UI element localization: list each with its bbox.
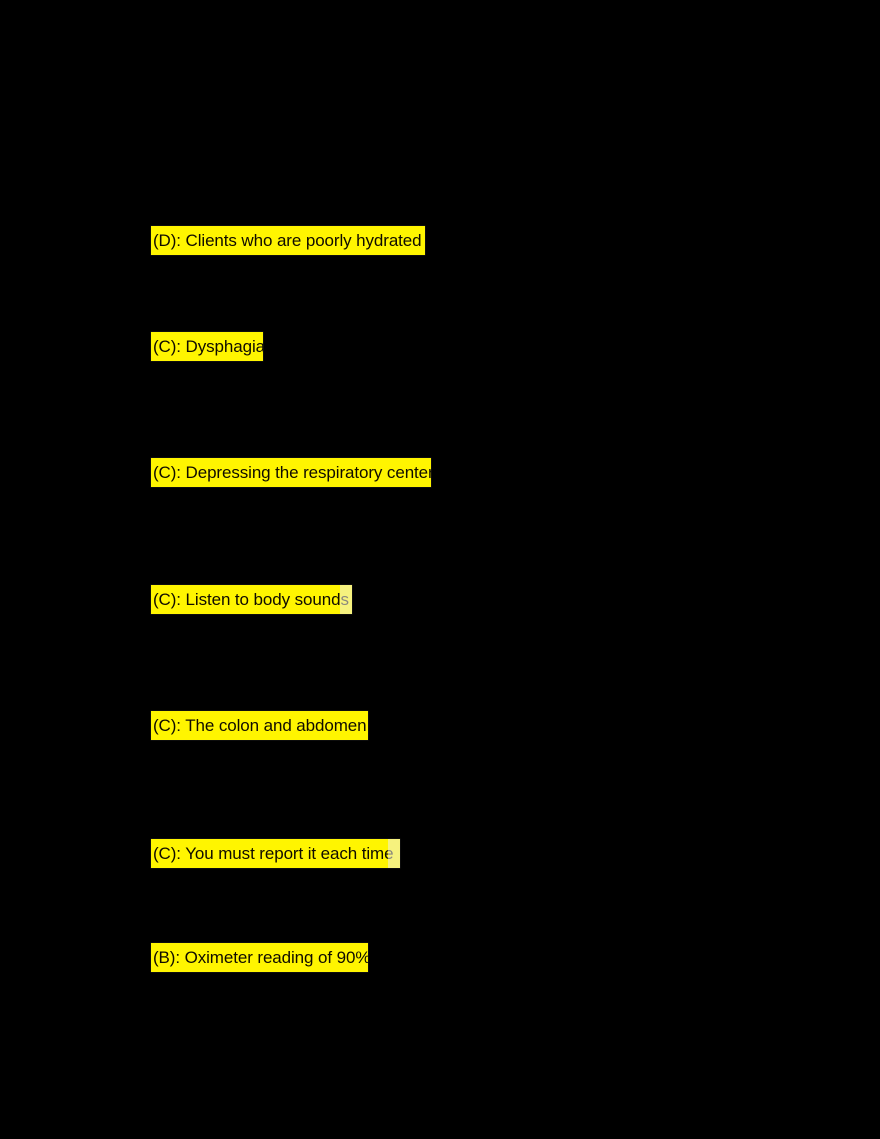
answer-text: (C): The colon and abdomen (153, 716, 367, 735)
ghost-text-below (151, 973, 368, 984)
ghost-text-below (151, 615, 352, 626)
highlighted-answer-2[interactable]: (C): Dysphagia (151, 332, 263, 361)
highlighted-answer-1[interactable]: (D): Clients who are poorly hydrated (151, 226, 425, 255)
highlighted-answer-3[interactable]: (C): Depressing the respiratory center (151, 458, 431, 487)
ghost-text-below (151, 256, 425, 267)
highlighted-answer-7[interactable]: (B): Oximeter reading of 90% (151, 943, 368, 972)
highlighted-answer-4[interactable]: (C): Listen to body sounds (151, 585, 352, 614)
answer-text: (C): Listen to body sounds (153, 590, 349, 609)
ghost-text-below (151, 488, 431, 499)
ghost-text-below (151, 741, 368, 752)
ghost-text-below (151, 362, 263, 373)
ghost-text-below (151, 869, 400, 880)
highlighted-answer-5[interactable]: (C): The colon and abdomen (151, 711, 368, 740)
answer-text: (C): Depressing the respiratory center (153, 463, 431, 482)
answer-text: (C): Dysphagia (153, 337, 263, 356)
answer-text: (B): Oximeter reading of 90% (153, 948, 368, 967)
highlighted-answer-6[interactable]: (C): You must report it each time (151, 839, 400, 868)
answer-text: (C): You must report it each time (153, 844, 394, 863)
answer-text: (D): Clients who are poorly hydrated (153, 231, 422, 250)
